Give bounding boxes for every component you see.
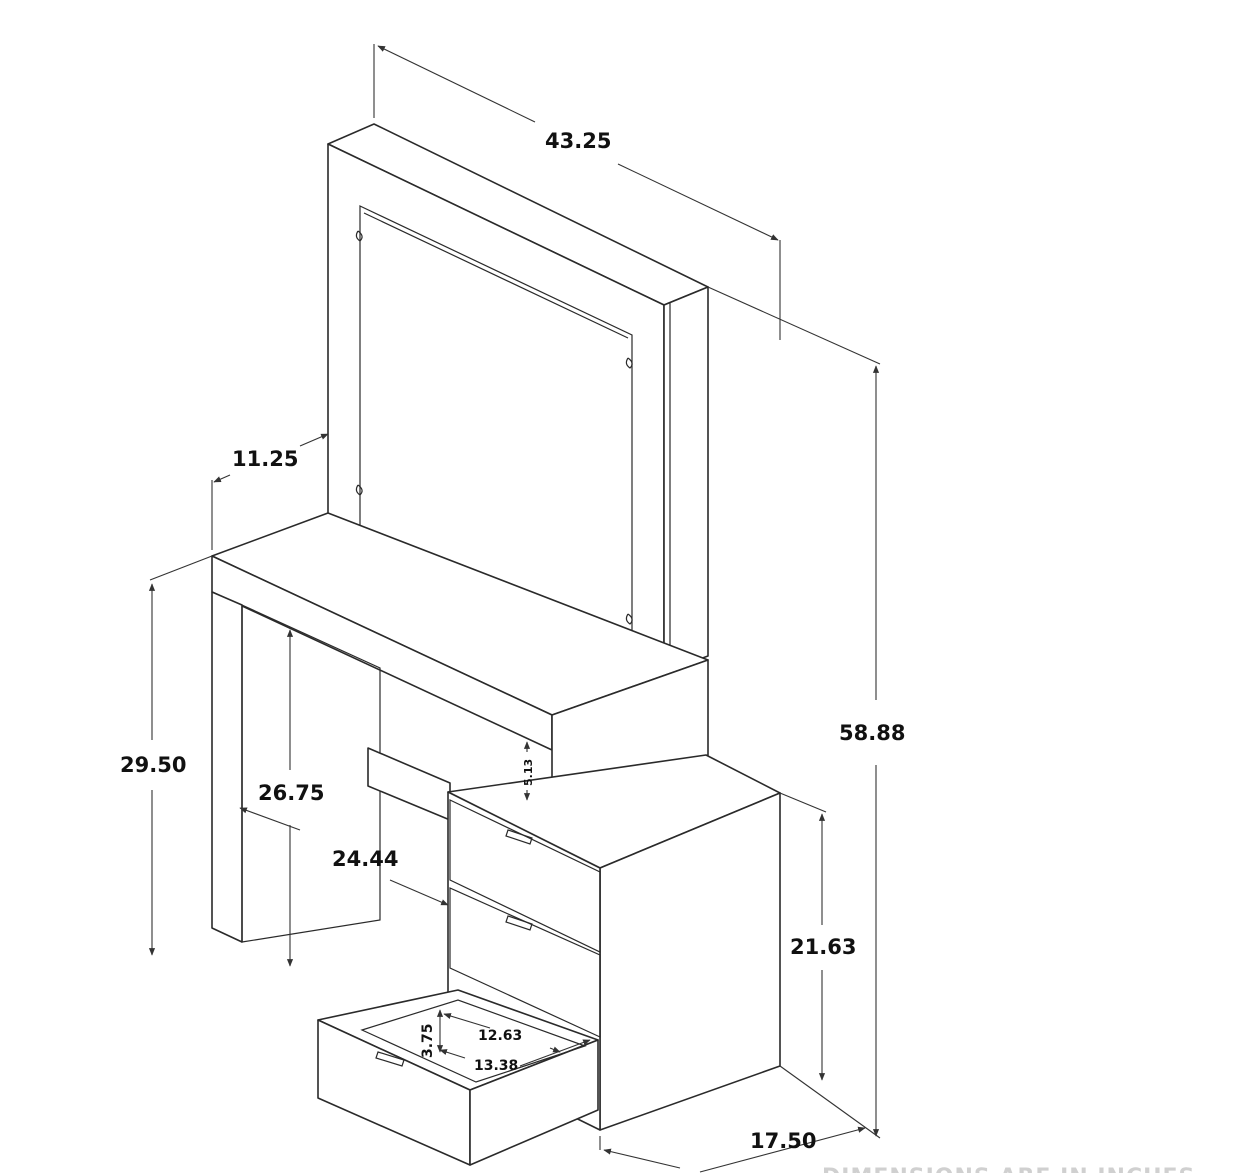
dimension-labels: 43.25 58.88 11.25 29.50 26.75 24.44 5.13… (120, 129, 905, 1153)
drawer-front-2 (449, 887, 601, 1038)
drawer-front-1 (449, 799, 601, 953)
label-drawer-inner-width: 12.63 (478, 1028, 522, 1044)
label-cabinet-height: 21.63 (790, 935, 856, 959)
label-knee-width: 24.44 (332, 847, 398, 871)
mirror-hutch (327, 123, 709, 673)
open-drawer (317, 989, 599, 1166)
label-drawer-inner-height: 3.75 (420, 1023, 436, 1058)
footer-note: DIMENSIONS ARE IN INCHES (822, 1165, 1195, 1173)
dimension-lines (148, 44, 881, 1173)
label-top-width: 43.25 (545, 129, 611, 153)
drawer-handle-1 (505, 829, 533, 845)
label-cabinet-depth: 17.50 (750, 1129, 816, 1153)
label-overall-height: 58.88 (839, 721, 905, 745)
drawer-handle-2 (505, 915, 533, 931)
label-top-depth: 11.25 (232, 447, 298, 471)
left-leg-panel (211, 591, 381, 943)
desk-top (211, 512, 709, 751)
label-drawer-gap: 5.13 (522, 759, 535, 786)
label-desk-height: 29.50 (120, 753, 186, 777)
mirror-clips (355, 230, 633, 625)
open-drawer-handle (375, 1051, 405, 1067)
label-knee-height: 26.75 (258, 781, 324, 805)
label-drawer-inner-depth: 13.38 (474, 1058, 518, 1074)
